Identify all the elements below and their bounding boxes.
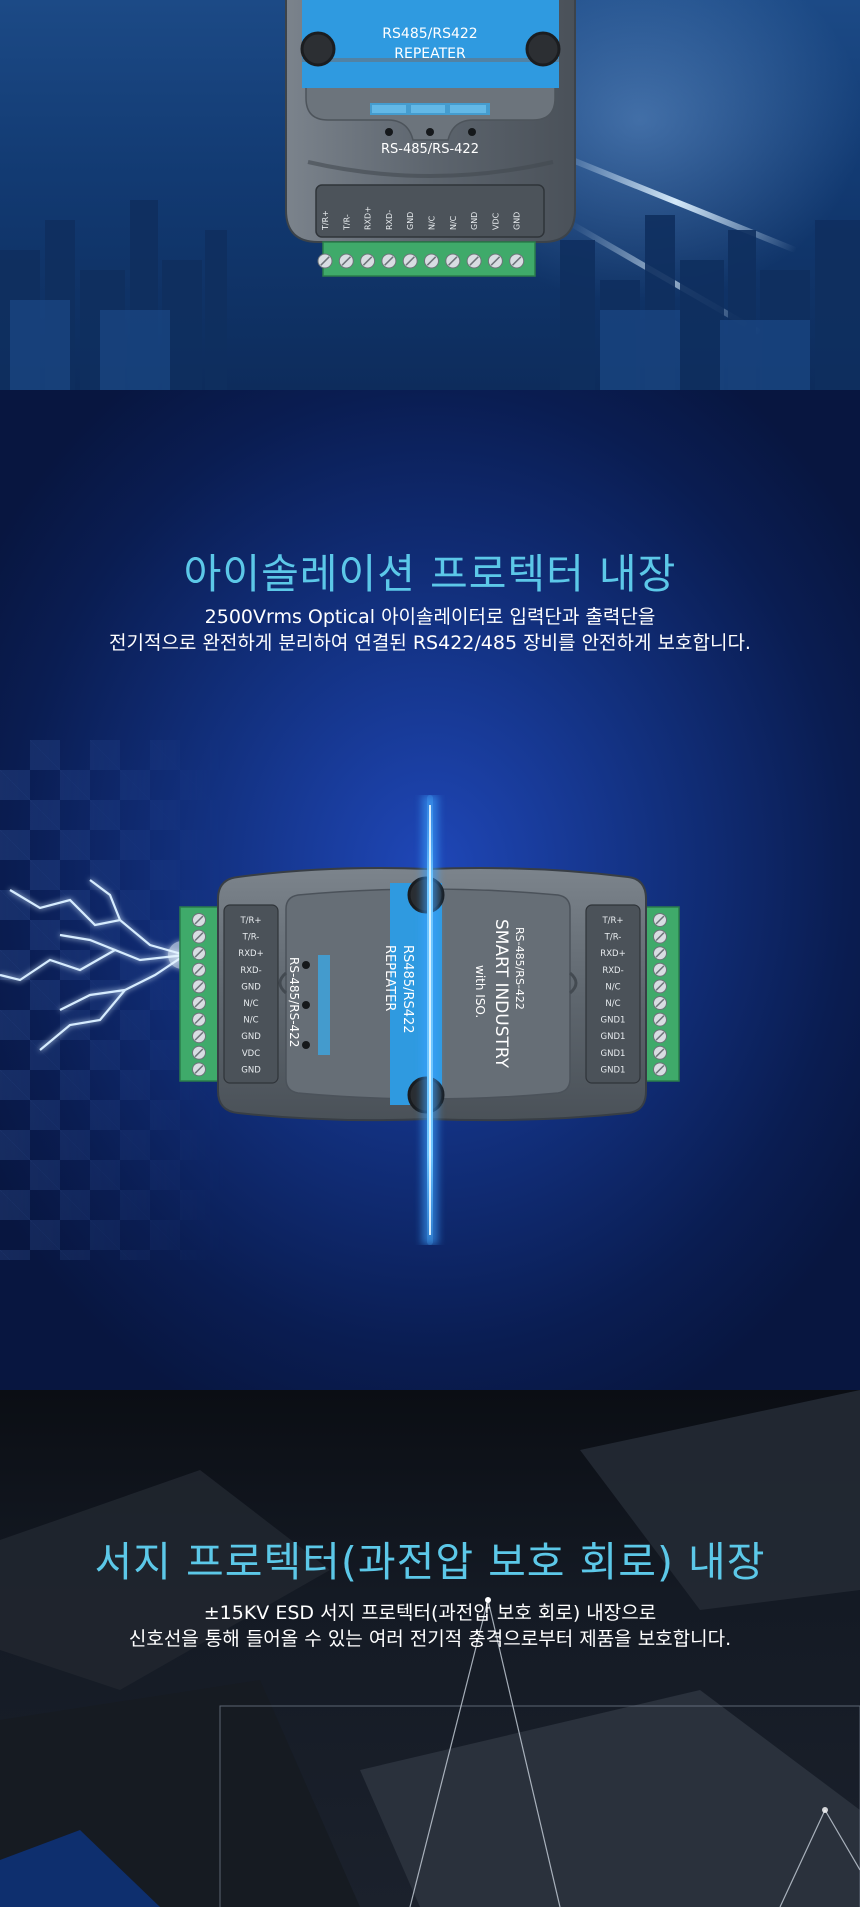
left-terminal-screws xyxy=(192,913,206,1077)
left-pin-label: N/C xyxy=(243,1016,258,1026)
right-pin-label: GND1 xyxy=(601,1032,626,1042)
surge-section: 서지 프로텍터(과전압 보호 회로) 내장 ±15KV ESD 서지 프로텍터(… xyxy=(0,1390,860,1907)
screw-slot xyxy=(194,981,204,991)
right-pin-label: N/C xyxy=(605,999,620,1009)
screw-slot xyxy=(655,1048,665,1058)
screw-slot xyxy=(655,965,665,975)
screw-slot xyxy=(194,1031,204,1041)
left-pin-label: T/R+ xyxy=(239,916,261,926)
screw-slot xyxy=(426,256,437,266)
city-skyline-image xyxy=(0,200,860,390)
isolation-desc-line2: 전기적으로 완전하게 분리하여 연결된 RS422/485 장비를 안전하게 보… xyxy=(109,632,751,654)
surge-desc-line1: ±15KV ESD 서지 프로텍터(과전압 보호 회로) 내장으로 xyxy=(203,1602,657,1624)
screw-slot xyxy=(448,256,458,266)
pin-label: GND xyxy=(513,212,522,230)
pin-label: T/R- xyxy=(342,214,351,231)
screw-slot xyxy=(405,256,415,266)
repeater-device-top-view: RS485/RS422 REPEATER RS-485/RS-422 T/R+T… xyxy=(285,0,576,277)
screw-slot xyxy=(655,1015,665,1025)
screw-slot xyxy=(194,1048,204,1058)
left-pin-labels: T/R+ T/R- RXD+ RXD- GND N/C N/C GND VDC GND xyxy=(238,916,263,1075)
right-terminal-screws xyxy=(653,913,667,1077)
right-pin-label: RXD- xyxy=(602,966,623,976)
pin-label: N/C xyxy=(449,215,458,230)
lightning-bolt-graphic xyxy=(0,879,196,1051)
brand-line1: RS-485/RS-422 xyxy=(513,927,526,1010)
screw-slot xyxy=(194,965,204,975)
screw-slot xyxy=(194,1064,204,1074)
pin-label: VDC xyxy=(491,212,500,230)
screw-slot xyxy=(655,998,665,1008)
left-pin-label: GND xyxy=(241,1032,261,1042)
screw-slot xyxy=(511,256,522,266)
device-label-line2: REPEATER xyxy=(394,46,466,62)
screw-slot xyxy=(194,1015,204,1025)
device-label-line1: RS485/RS422 xyxy=(400,945,415,1034)
left-pin-label: RXD- xyxy=(240,966,261,976)
screw-slot xyxy=(384,256,394,266)
screw-slot xyxy=(194,932,204,942)
pin-labels: T/R+ T/R- RXD+ RXD- GND N/C N/C GND VDC GND xyxy=(321,206,522,231)
screw-slot xyxy=(341,256,352,266)
screw-slot xyxy=(320,256,330,266)
screw-slot xyxy=(194,948,204,958)
device-label-line2: REPEATER xyxy=(382,945,397,1011)
screw-slot xyxy=(655,948,665,958)
screw-slot xyxy=(655,1064,665,1074)
left-pin-label: GND xyxy=(241,982,261,992)
screw-slot xyxy=(655,932,665,942)
hero-city-section: RS485/RS422 REPEATER RS-485/RS-422 T/R+T… xyxy=(0,0,860,390)
screw-slot xyxy=(490,256,501,266)
surge-desc-line2: 신호선을 통해 들어올 수 있는 여러 전기적 충격으로부터 제품을 보호합니다… xyxy=(128,1628,732,1650)
screw-slot xyxy=(194,998,204,1008)
right-pin-label: GND1 xyxy=(601,1049,626,1059)
screw-slot xyxy=(655,915,665,925)
isolation-heading: 아이솔레이션 프로텍터 내장 xyxy=(183,550,677,598)
brand-line3: with ISO. xyxy=(473,965,487,1018)
right-pin-label: T/R+ xyxy=(601,916,623,926)
right-pin-label: RXD+ xyxy=(600,949,625,959)
abstract-polygon-background xyxy=(0,1390,860,1907)
right-pin-label: T/R- xyxy=(604,933,622,943)
screw-slot xyxy=(362,256,373,266)
isolation-light-beam xyxy=(422,795,438,1245)
isolation-desc-line1: 2500Vrms Optical 아이솔레이터로 입력단과 출력단을 xyxy=(204,606,656,628)
pin-label: RXD+ xyxy=(364,206,373,230)
right-pin-label: N/C xyxy=(605,982,620,992)
left-pin-label: GND xyxy=(241,1065,261,1075)
right-pin-label: GND1 xyxy=(601,1065,626,1075)
terminal-screws xyxy=(317,253,525,269)
screw-slot xyxy=(194,915,204,925)
pin-label: T/R+ xyxy=(321,210,330,231)
left-pin-label: T/R- xyxy=(242,933,260,943)
device-model-label: RS-485/RS-422 xyxy=(287,957,301,1047)
pin-label: N/C xyxy=(428,215,437,230)
isolation-section: 아이솔레이션 프로텍터 내장 2500Vrms Optical 아이솔레이터로 … xyxy=(0,390,860,1390)
right-pin-label: GND1 xyxy=(601,1016,626,1026)
pin-label: RXD- xyxy=(385,210,394,230)
pin-label: GND xyxy=(406,212,415,230)
pin-label: GND xyxy=(470,212,479,230)
left-pin-label: N/C xyxy=(243,999,258,1009)
device-label-line1: RS485/RS422 xyxy=(382,26,477,42)
screw-slot xyxy=(655,981,665,991)
screw-slot xyxy=(469,256,479,266)
left-pin-label: RXD+ xyxy=(238,949,263,959)
device-model-label: RS-485/RS-422 xyxy=(381,142,479,157)
surge-heading: 서지 프로텍터(과전압 보호 회로) 내장 xyxy=(94,1538,766,1586)
screw-slot xyxy=(655,1031,665,1041)
left-pin-label: VDC xyxy=(242,1049,260,1059)
brand-line2: SMART INDUSTRY xyxy=(491,919,511,1069)
